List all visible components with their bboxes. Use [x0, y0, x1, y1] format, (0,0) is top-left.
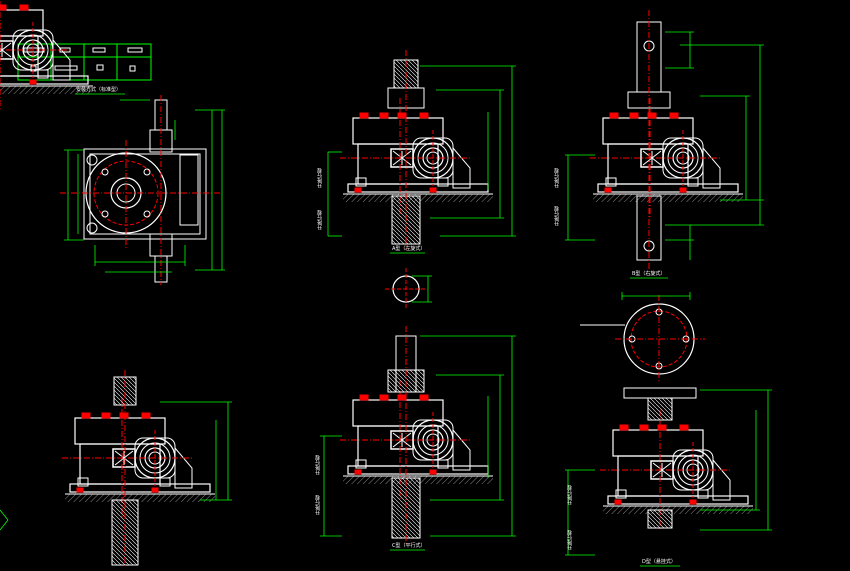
view-a-title: A型（左旋式）: [392, 246, 426, 252]
view-c-title: C型（平行式）: [392, 543, 426, 549]
top-view-gearbox: [60, 95, 225, 285]
view-a-screw: [387, 50, 425, 250]
stroke-label-c-top: 升降行程: [315, 455, 321, 475]
bottom-left-dims: [0, 401, 232, 531]
jack-view-d: [599, 409, 754, 531]
end-cap-detail: [385, 268, 432, 310]
view-d-dims: [565, 389, 772, 556]
view-c-screw: [387, 326, 425, 545]
screw-jack-body: [0, 0, 93, 110]
mounting-legend-table: [17, 43, 152, 81]
bottom-left-screw: [111, 370, 139, 568]
view-d-title: D型（悬挂式）: [642, 559, 676, 565]
view-c-dims: [320, 335, 516, 537]
stroke-label-c-bottom: 升降行程: [315, 495, 321, 515]
view-d-flange-top: [580, 292, 705, 382]
stroke-label-b-bottom: 升降行程: [554, 206, 560, 226]
stroke-label-a-top: 升降行程: [317, 168, 323, 188]
view-a-dims: [327, 65, 516, 237]
stroke-label-b-top: 升降行程: [554, 168, 560, 188]
view-d-screw: [623, 387, 697, 529]
stroke-label-a-bottom: 升降行程: [317, 210, 323, 230]
stroke-label-d-bottom: 升降行程: [567, 530, 573, 550]
view-b-title: B型（右旋式）: [632, 271, 666, 277]
view-b-screw: [627, 10, 671, 270]
stroke-label-d-top: 升降行程: [567, 485, 573, 505]
title-underlines: [75, 93, 680, 567]
legend-title: 安装方式（标准型）: [76, 87, 122, 93]
view-b-dims: [565, 31, 764, 260]
